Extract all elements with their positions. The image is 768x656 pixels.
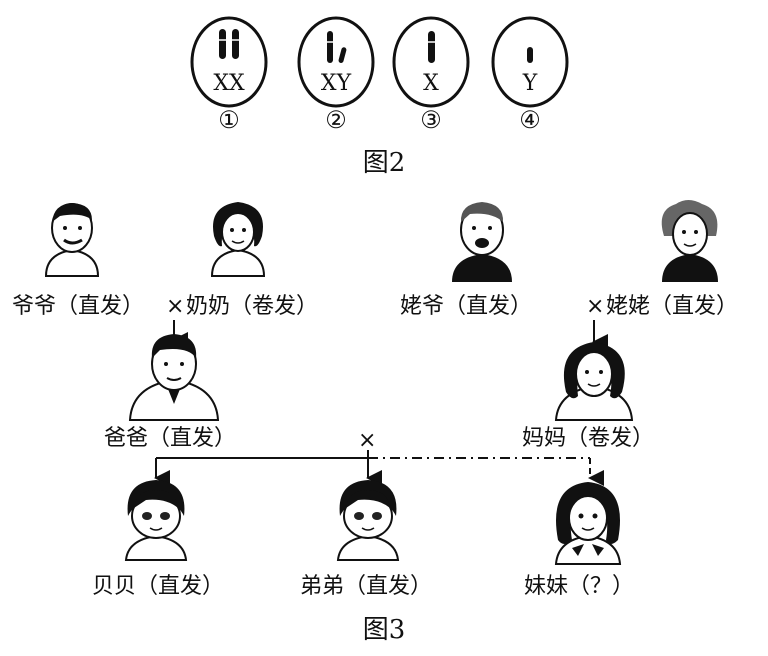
cell-3: X ③ bbox=[392, 16, 470, 134]
label-sister: 妹妹（？） bbox=[524, 574, 634, 599]
label-brother: 弟弟（直发） bbox=[300, 574, 432, 599]
label-beibei: 贝贝（直发） bbox=[92, 574, 224, 599]
mother-portrait bbox=[554, 342, 634, 421]
grandma-maternal-portrait bbox=[661, 200, 718, 282]
label-grandpa-paternal: 爷爷（直发） bbox=[12, 294, 144, 319]
grandpa-maternal-portrait bbox=[452, 202, 512, 282]
cell-1-label: XX bbox=[213, 71, 245, 96]
cell-2-number: ② bbox=[325, 106, 347, 134]
cross-symbol-parents: × bbox=[358, 428, 376, 453]
chromosome-y bbox=[527, 47, 533, 63]
cell-1-number: ① bbox=[218, 106, 240, 134]
grandma-paternal-portrait bbox=[210, 202, 266, 277]
cross-symbol-maternal: × bbox=[586, 294, 604, 319]
figure-2-caption: 图2 bbox=[363, 148, 406, 178]
label-grandma-maternal: 姥姥（直发） bbox=[606, 294, 738, 319]
cell-4-label: Y bbox=[522, 71, 538, 96]
cell-3-number: ③ bbox=[420, 106, 442, 134]
father-portrait bbox=[128, 334, 220, 421]
label-father: 爸爸（直发） bbox=[104, 426, 236, 451]
chromosome-x bbox=[428, 31, 435, 63]
sister-portrait bbox=[554, 482, 622, 565]
label-grandma-paternal: 奶奶（卷发） bbox=[186, 294, 318, 319]
cell-4: Y ④ bbox=[491, 16, 569, 134]
cell-2-label: XY bbox=[321, 71, 352, 96]
chromosome-x-and-y bbox=[327, 31, 347, 63]
cross-symbol-paternal: × bbox=[166, 294, 184, 319]
figure-3-caption: 图3 bbox=[363, 615, 406, 645]
chromosome-x-pair bbox=[219, 29, 239, 59]
beibei-portrait bbox=[124, 480, 188, 561]
cell-2: XY ② bbox=[297, 16, 375, 134]
cell-1: XX ① bbox=[190, 16, 268, 134]
grandpa-paternal-portrait bbox=[44, 203, 100, 277]
label-mother: 妈妈（卷发） bbox=[522, 426, 654, 451]
brother-portrait bbox=[336, 480, 400, 561]
cell-4-number: ④ bbox=[519, 106, 541, 134]
label-grandpa-maternal: 姥爷（直发） bbox=[400, 294, 532, 319]
cell-3-label: X bbox=[423, 71, 439, 96]
